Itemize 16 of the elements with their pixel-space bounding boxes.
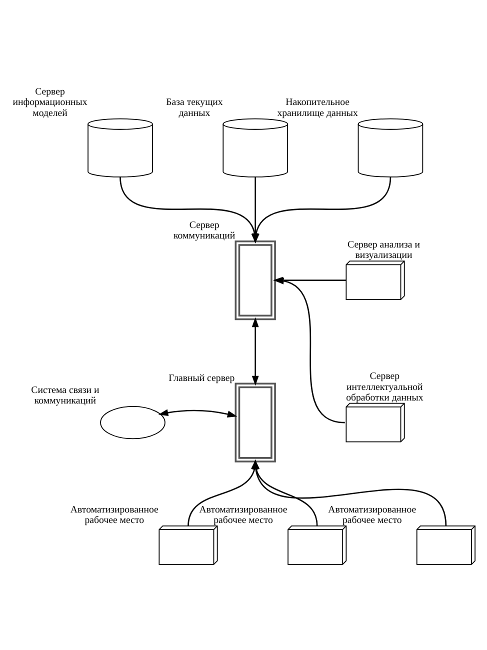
node-server — [234, 240, 276, 320]
arrow — [158, 408, 238, 417]
node-label: Сервер коммуникаций — [174, 219, 236, 242]
node-label: Сервер информационных моделей — [12, 86, 88, 118]
node-cloud — [100, 406, 166, 439]
node-label: Накопительное хранилище данных — [277, 96, 358, 118]
node-label: Сервер интеллектуальной обработки данных — [346, 370, 424, 403]
node-label: Система связи и коммуникаций — [31, 384, 100, 406]
node-label: База текущих данных — [166, 96, 223, 118]
arrow — [252, 316, 259, 386]
node-label: Сервер анализа и визуализации — [348, 238, 420, 261]
node-label: Главный сервер — [168, 372, 235, 384]
node-label: Автоматизированное рабочее место — [70, 504, 158, 526]
node-label: Автоматизированное рабочее место — [199, 504, 288, 526]
node-label: Автоматизированное рабочее место — [328, 504, 416, 526]
node-server — [234, 382, 276, 462]
